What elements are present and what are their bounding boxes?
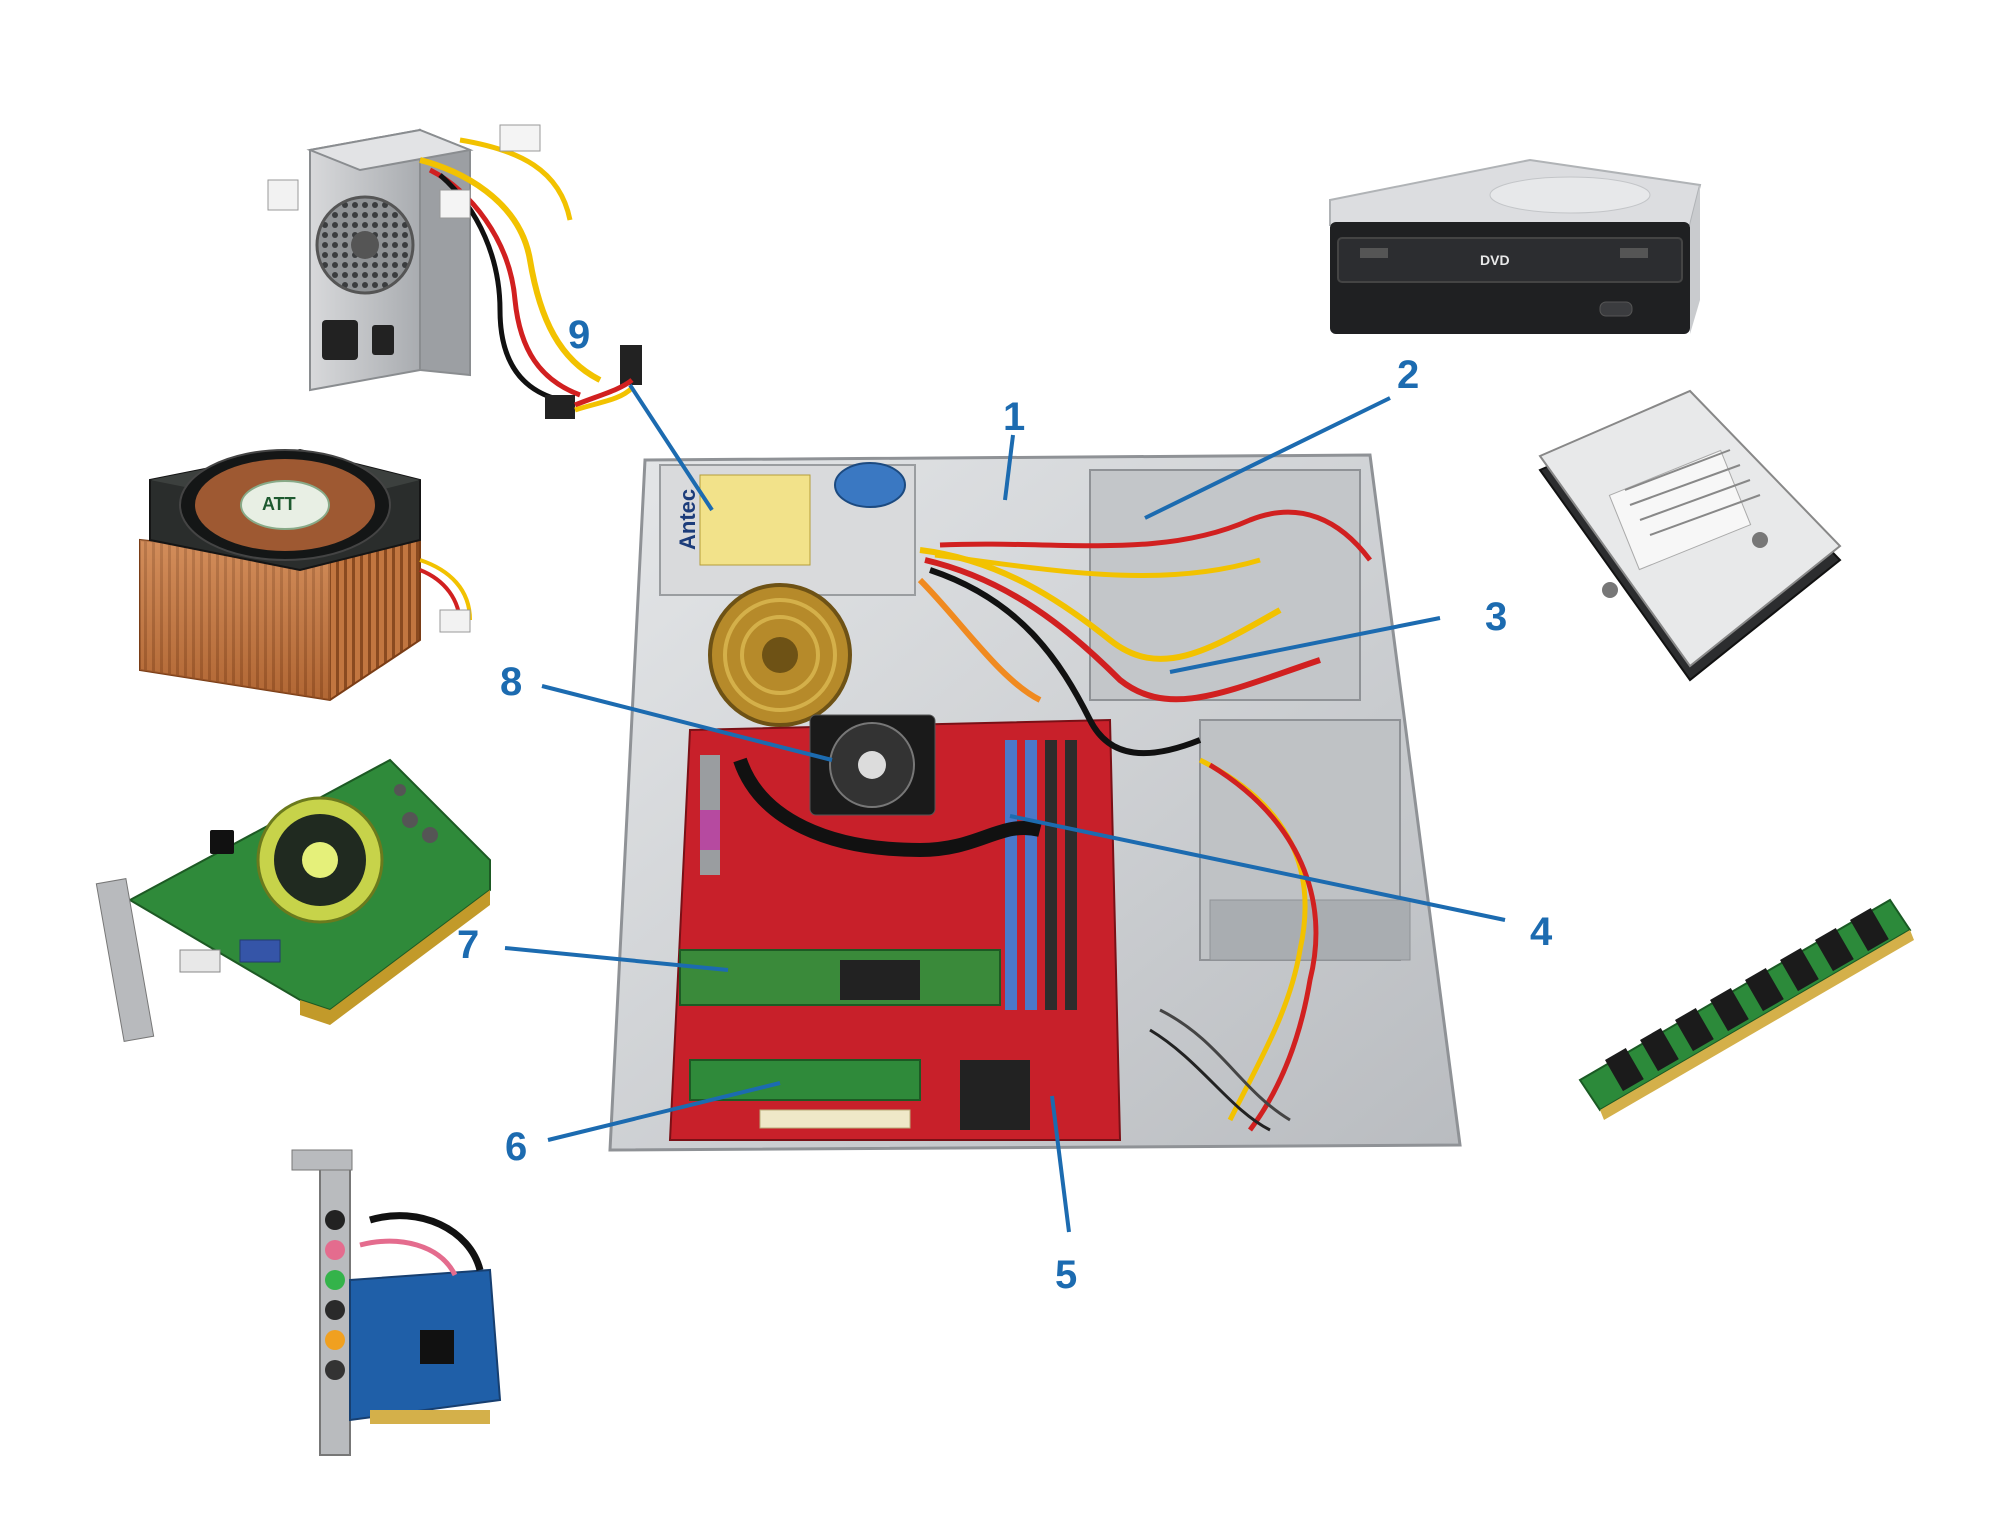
callout-9: 9 [568, 313, 714, 512]
callout-number-8: 8 [500, 660, 522, 704]
callout-number-5: 5 [1055, 1253, 1077, 1297]
callout-number-4: 4 [1530, 910, 1553, 954]
computer-case-icon: Antec [608, 453, 1462, 1152]
cooler-brand-text: ATT [262, 494, 296, 514]
psu-brand-text: Antec [675, 489, 700, 550]
leader-line-9 [628, 383, 714, 512]
cpu-cooler-icon: ATT [139, 448, 472, 702]
callout-4: 4 [1009, 814, 1553, 954]
leader-line-5 [1050, 1095, 1071, 1233]
callout-3: 3 [1169, 595, 1507, 674]
callout-number-6: 6 [505, 1125, 527, 1169]
hard-drive-icon [1538, 389, 1842, 682]
ram-module-icon [1578, 898, 1914, 1120]
callout-number-9: 9 [568, 313, 590, 357]
callout-1: 1 [1003, 395, 1025, 501]
leader-line-7 [504, 946, 729, 972]
dvd-drive-icon: DVD [1329, 158, 1702, 334]
callout-number-7: 7 [457, 923, 479, 967]
power-supply-icon [267, 124, 642, 419]
callout-number-1: 1 [1003, 395, 1025, 439]
graphics-card-icon [95, 758, 491, 1042]
callout-7: 7 [457, 923, 729, 972]
callout-5: 5 [1050, 1095, 1077, 1297]
callout-6: 6 [505, 1081, 781, 1169]
leader-line-3 [1169, 616, 1441, 674]
leader-line-2 [1144, 396, 1391, 520]
leader-line-1 [1003, 434, 1015, 501]
callout-number-3: 3 [1485, 595, 1507, 639]
callout-2: 2 [1144, 353, 1419, 520]
sound-card-icon [291, 1149, 502, 1456]
callout-8: 8 [500, 660, 833, 762]
dvd-logo-text: DVD [1480, 252, 1510, 268]
callout-number-2: 2 [1397, 353, 1419, 397]
leader-line-6 [547, 1081, 781, 1142]
leader-line-8 [541, 684, 833, 762]
leader-line-4 [1009, 814, 1506, 922]
